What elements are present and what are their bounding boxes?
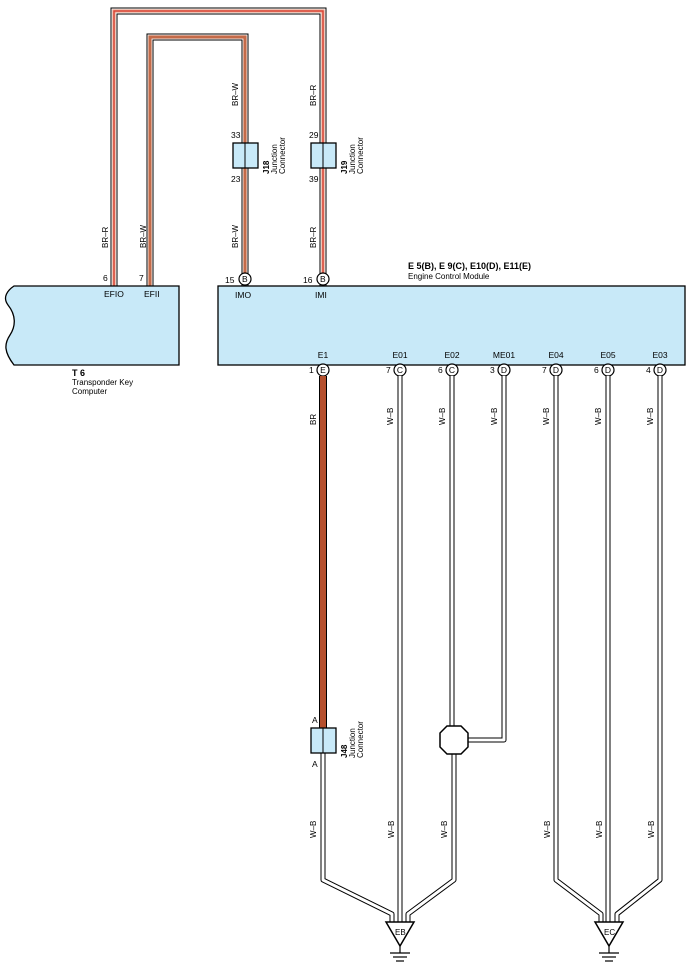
j48-label1: Junction	[348, 728, 357, 758]
wire-w-b-fill	[615, 376, 662, 922]
ground-eb-label: EB	[395, 928, 406, 937]
ecm-conn-letter: E	[320, 365, 326, 375]
j19-pin-top: 29	[309, 130, 319, 140]
wire-label-j18-bottom: BR–W	[231, 224, 240, 248]
pin-name-efii: EFII	[144, 289, 160, 299]
ecm-conn-circle-imo	[238, 272, 252, 286]
j48-label2: Connector	[356, 721, 365, 758]
transponder-name-line2: Computer	[72, 387, 107, 396]
ecm-bottom-pin-number: 6	[594, 365, 599, 375]
wire-label-e05: W–B	[594, 408, 603, 425]
wire-label-e04: W–B	[542, 408, 551, 425]
j48-pin-top: A	[312, 715, 318, 725]
ecm-pin-16: 16	[303, 275, 313, 285]
j19-label1: Junction	[348, 144, 357, 174]
ecm-bottom-pin-number: 7	[542, 365, 547, 375]
ecm-pin-15: 15	[225, 275, 235, 285]
engine-control-module-box	[217, 285, 686, 366]
ecm-conn-imi: B	[320, 274, 326, 284]
wire-w-b-fill	[406, 754, 456, 922]
ground-eb: EB	[384, 921, 416, 962]
j19-pin-bottom: 39	[309, 174, 319, 184]
pin-name-e05: E05	[600, 350, 615, 360]
wire-label-e02: W–B	[438, 408, 447, 425]
j18-pin-top: 33	[231, 130, 241, 140]
j48-pin-bottom: A	[312, 759, 318, 769]
j18-label2: Connector	[278, 137, 287, 174]
pin-name-efio: EFIO	[104, 289, 124, 299]
j19-label2: Connector	[356, 137, 365, 174]
ecm-conn-imo: B	[242, 274, 248, 284]
ecm-conn-letter: D	[501, 365, 507, 375]
splice-point	[439, 725, 469, 755]
j18-pin-bottom: 23	[231, 174, 241, 184]
pin-name-me01: ME01	[493, 350, 515, 360]
ecm-conn-letter: D	[553, 365, 559, 375]
wire-label-br-r-efio: BR–R	[101, 226, 110, 248]
wire-label-e03: W–B	[646, 408, 655, 425]
pin-name-e1: E1	[318, 350, 329, 360]
wire-label-j19-top: BR–R	[309, 84, 318, 106]
transponder-key-computer-box	[4, 285, 180, 366]
ecm-bottom-pin-number: 1	[309, 365, 314, 375]
ecm-connectors: E 5(B), E 9(C), E10(D), E11(E)	[408, 261, 531, 271]
ground-ec-label: EC	[604, 928, 615, 937]
j18-label1: Junction	[270, 144, 279, 174]
pin-name-e01: E01	[392, 350, 407, 360]
ecm-bottom-pin-number: 4	[646, 365, 651, 375]
wire-w-b-fill	[468, 376, 506, 742]
wire-label-j18-top: BR–W	[231, 82, 240, 106]
wire-w-b-outline	[553, 376, 604, 922]
transponder-pin-7: 7	[139, 273, 144, 283]
ecm-bottom-pin-number: 7	[386, 365, 391, 375]
wire-w-b-fill	[554, 376, 603, 922]
lower-wiring	[320, 376, 663, 922]
ecm-conn-circle-imi	[316, 272, 330, 286]
pin-name-e02: E02	[444, 350, 459, 360]
ecm-conn-letter: D	[605, 365, 611, 375]
pin-name-imo: IMO	[235, 290, 251, 300]
wire-label-lower-2: W–B	[387, 821, 396, 838]
wire-label-lower-6: W–B	[647, 821, 656, 838]
wire-label-br-e1: BR	[309, 414, 318, 425]
transponder-name-line1: Transponder Key	[72, 378, 133, 387]
wire-label-lower-5: W–B	[595, 821, 604, 838]
j19-code: J19	[340, 160, 349, 174]
wire-label-me01: W–B	[490, 408, 499, 425]
wire-w-b-outline	[614, 376, 663, 922]
ecm-conn-letter: D	[657, 365, 663, 375]
ecm-conn-letter: C	[449, 365, 455, 375]
wire-label-e01: W–B	[386, 408, 395, 425]
pin-name-imi: IMI	[315, 290, 327, 300]
wire-w-b-outline	[468, 376, 507, 743]
ecm-bottom-pin-number: 6	[438, 365, 443, 375]
j18-code: J18	[262, 160, 271, 174]
wire-label-j19-bottom: BR–R	[309, 226, 318, 248]
ground-ec: EC	[593, 921, 625, 962]
wire-label-br-w-efii: BR–W	[139, 224, 148, 248]
wire-w-b-fill	[321, 753, 394, 922]
ecm-name: Engine Control Module	[408, 272, 490, 281]
ecm-conn-letter: C	[397, 365, 403, 375]
wire-label-lower-3: W–B	[440, 821, 449, 838]
pin-name-e03: E03	[652, 350, 667, 360]
wire-label-lower-1: W–B	[309, 821, 318, 838]
transponder-pin-6: 6	[103, 273, 108, 283]
transponder-code: T 6	[72, 368, 85, 378]
ecm-bottom-pin-number: 3	[490, 365, 495, 375]
j48-code: J48	[340, 744, 349, 758]
pin-name-e04: E04	[548, 350, 563, 360]
wire-label-lower-4: W–B	[543, 821, 552, 838]
